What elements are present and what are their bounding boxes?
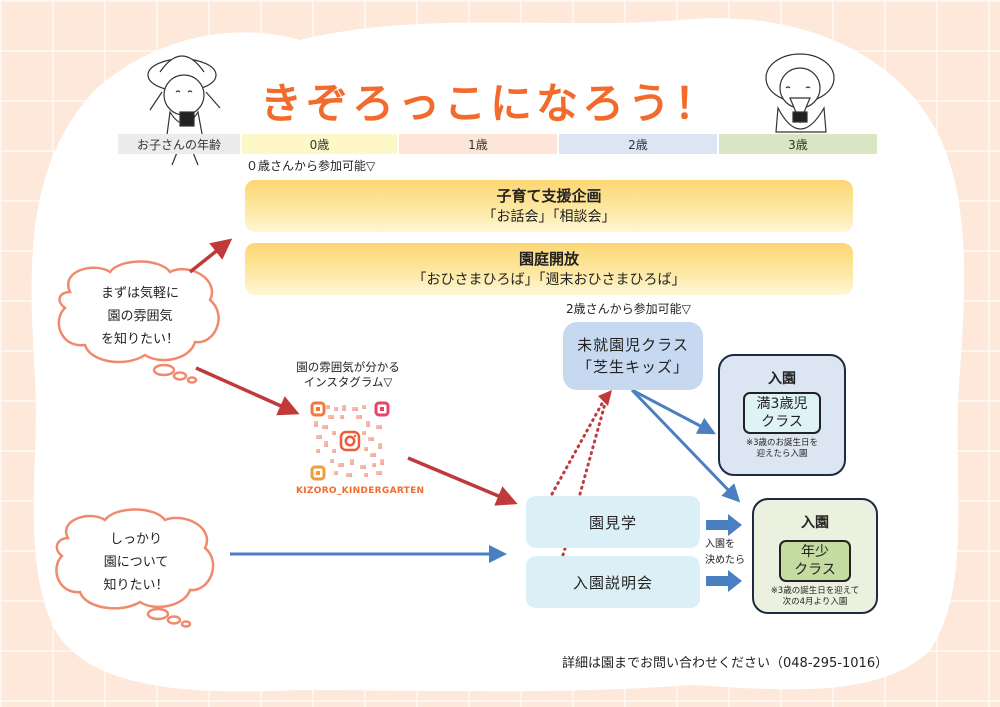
bubble2-line-1: しっかり: [109, 531, 162, 547]
program-support-title: 子育て支援企画: [496, 187, 602, 205]
bubble1-line-1: まずは気軽に: [100, 285, 179, 301]
enrollment-title: 入園: [801, 515, 829, 531]
pre-school-class-line-2: 「芝生キッズ」: [576, 358, 689, 376]
enrollment-card-age3[interactable]: 入園 満3歳児 クラス ※3歳のお誕生日を 迎えたら入園: [718, 354, 846, 476]
decide-label: 入園を 決めたら: [705, 537, 745, 569]
enrollment-note: ※3歳のお誕生日を 迎えたら入園: [746, 438, 818, 460]
class-badge-nursery: 年少 クラス: [779, 540, 851, 582]
note-line-1: ※3歳の誕生日を迎えて: [770, 586, 860, 596]
program-garden-subtitle: 「おひさまひろば」「週末おひさまひろば」: [412, 272, 686, 288]
note-line-2: 次の4月より入園: [782, 597, 848, 607]
program-support-subtitle: 「お話会」「相談会」: [482, 209, 616, 225]
contact-footer: 詳細は園までお問い合わせください（048-295-1016）: [562, 656, 889, 671]
class-line-1: 年少: [801, 544, 829, 560]
class-line-2: クラス: [761, 414, 803, 430]
instagram-qr-code[interactable]: [310, 401, 390, 481]
instagram-handle[interactable]: KIZORO_KINDERGARTEN: [296, 486, 425, 496]
enrollment-title: 入園: [768, 371, 796, 387]
bubble1-line-2: 園の雰囲気: [107, 308, 173, 324]
decide-line-1: 入園を: [705, 539, 735, 550]
thought-bubble-1: まずは気軽に 園の雰囲気 を知りたい！: [70, 278, 210, 354]
class-badge-age3: 満3歳児 クラス: [743, 392, 821, 434]
note-from-age2: 2歳さんから参加可能▽: [566, 302, 691, 316]
age-0: 0歳: [242, 134, 397, 154]
note-line-2: 迎えたら入園: [756, 449, 808, 459]
note-line-1: ※3歳のお誕生日を: [745, 438, 819, 448]
pre-school-class-line-1: 未就園児クラス: [577, 336, 689, 354]
instagram-caption-line-2: インスタグラム▽: [303, 375, 393, 389]
enrollment-card-nursery[interactable]: 入園 年少 クラス ※3歳の誕生日を迎えて 次の4月より入園: [752, 498, 878, 614]
program-garden[interactable]: 園庭開放 「おひさまひろば」「週末おひさまひろば」: [245, 243, 853, 295]
bubble2-line-3: 知りたい！: [103, 577, 169, 593]
note-from-age0: ０歳さんから参加可能▽: [246, 159, 376, 173]
class-line-2: クラス: [794, 562, 836, 578]
decide-line-2: 決めたら: [705, 555, 745, 566]
thought-bubble-2: しっかり 園について 知りたい！: [66, 524, 206, 600]
instagram-icon: [339, 430, 361, 452]
class-line-1: 満3歳児: [756, 396, 808, 412]
age-1: 1歳: [399, 134, 557, 154]
instagram-caption-line-1: 園の雰囲気が分かる: [296, 360, 400, 374]
bubble2-line-2: 園について: [103, 554, 169, 570]
school-visit-box[interactable]: 園見学: [526, 496, 700, 548]
briefing-session-box[interactable]: 入園説明会: [526, 556, 700, 608]
age-2: 2歳: [559, 134, 717, 154]
program-support[interactable]: 子育て支援企画 「お話会」「相談会」: [245, 180, 853, 232]
program-garden-title: 園庭開放: [518, 250, 579, 268]
age-label: お子さんの年齢: [118, 134, 240, 154]
age-3: 3歳: [719, 134, 877, 154]
instagram-caption: 園の雰囲気が分かる インスタグラム▽: [290, 360, 406, 390]
enrollment-note: ※3歳の誕生日を迎えて 次の4月より入園: [771, 586, 860, 608]
bubble1-line-3: を知りたい！: [100, 331, 179, 347]
age-table: お子さんの年齢 0歳 1歳 2歳 3歳: [118, 134, 877, 154]
pre-school-class-box[interactable]: 未就園児クラス 「芝生キッズ」: [563, 322, 703, 390]
page-title: きぞろっこになろう！: [260, 78, 721, 128]
